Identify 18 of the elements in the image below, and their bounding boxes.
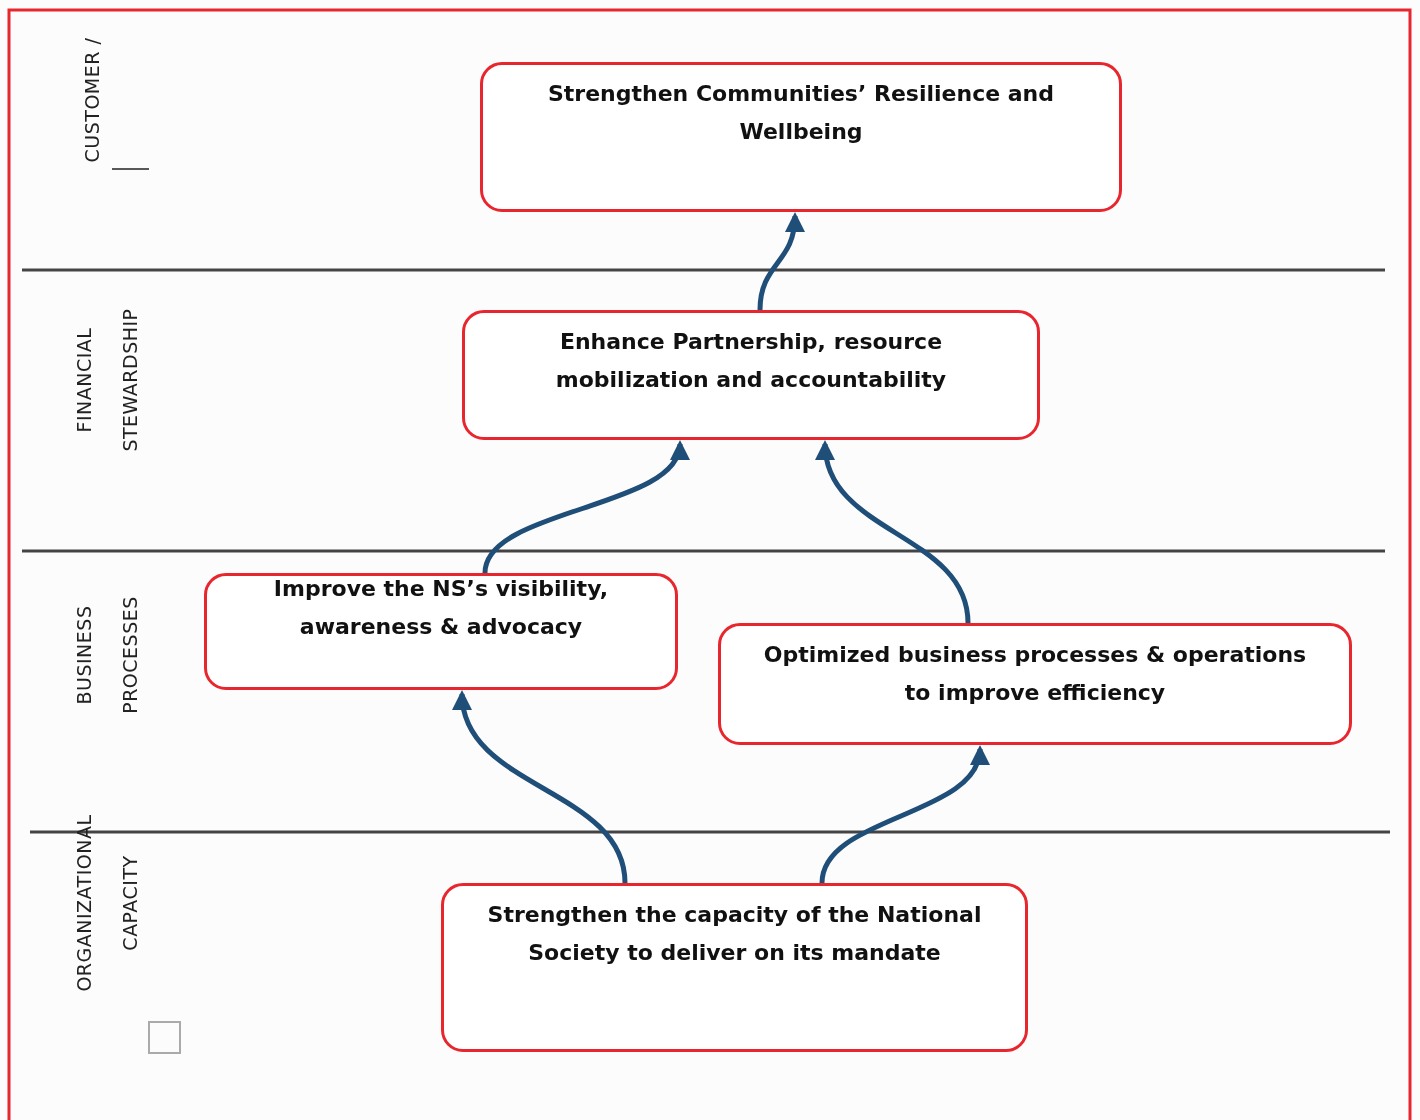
objective-box	[462, 310, 1040, 440]
objective-text: Optimized business processes & operations to improve efficiency	[762, 641, 1308, 707]
objective-text: Improve the NS’s visibility, awareness & advocacy	[272, 575, 610, 641]
lane-label: FINANCIAL STEWARDSHIP	[72, 307, 142, 454]
objective-text: Strengthen the capacity of the National Society to deliver on its mandate	[486, 901, 983, 967]
arrow	[757, 212, 804, 311]
lane-label: ORGANIZATIONAL CAPACITY	[72, 813, 142, 994]
objective-text: Strengthen Communities’ Resilience and Wellbeing	[546, 80, 1056, 146]
lane-label: BUSINESS PROCESSES	[72, 595, 142, 716]
objective-text: Enhance Partnership, resource mobilization and accountability	[554, 328, 948, 394]
arrow	[454, 690, 628, 884]
arrow	[819, 745, 987, 884]
objective-box	[204, 573, 678, 690]
objective-box	[441, 883, 1028, 1052]
arrow	[817, 440, 971, 624]
objective-box	[718, 623, 1352, 745]
objective-box	[480, 62, 1122, 212]
lane-label: CUSTOMER /	[80, 36, 104, 165]
